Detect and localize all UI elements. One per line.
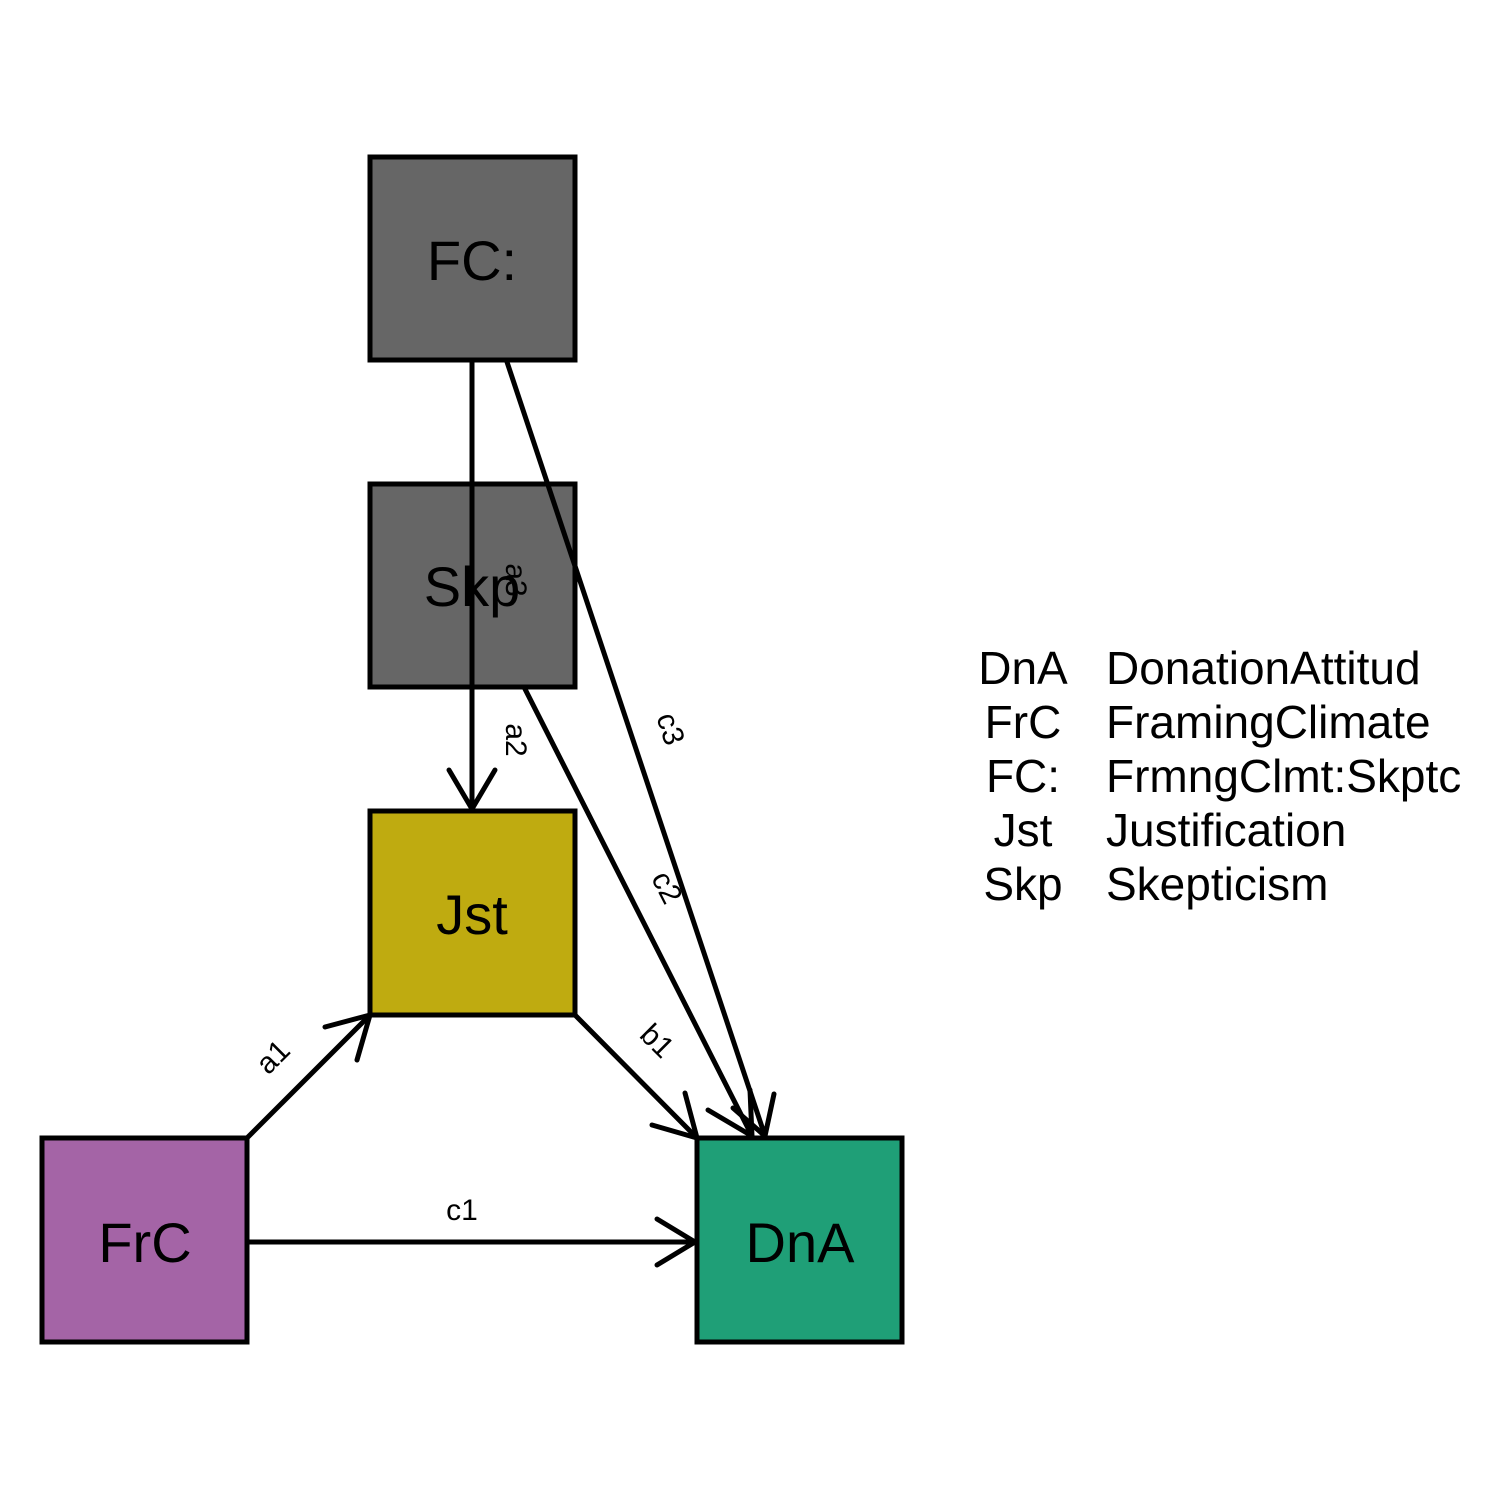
edge-b1 — [572, 1012, 700, 1141]
edge-label-a3: a3 — [499, 563, 532, 596]
edge-label-a1: a1 — [250, 1034, 297, 1081]
edge-label-b1: b1 — [633, 1018, 680, 1065]
legend-abbr: FC: — [986, 750, 1060, 802]
node-fc: FC: — [367, 154, 578, 363]
legend-full: DonationAttitud — [1106, 642, 1421, 694]
legend-full: Skepticism — [1106, 858, 1328, 910]
node-frc-label: FrC — [98, 1211, 191, 1274]
node-dna-box — [694, 1135, 905, 1345]
legend: DnA DonationAttitud FrC FramingClimate F… — [978, 642, 1461, 910]
edge-label-c1: c1 — [446, 1194, 478, 1227]
node-jst-label: Jst — [436, 883, 508, 946]
edge-label-a2: a2 — [499, 723, 532, 756]
node-jst: Jst — [367, 808, 578, 1018]
legend-full: FrmngClmt:Skptc — [1106, 750, 1461, 802]
node-dna-label: DnA — [746, 1211, 856, 1274]
edge-a1 — [244, 1012, 373, 1141]
node-fc-box — [367, 154, 578, 363]
node-fc-label: FC: — [427, 229, 517, 292]
legend-abbr: DnA — [978, 642, 1068, 694]
legend-full: FramingClimate — [1106, 696, 1431, 748]
edge-c2 — [522, 686, 755, 1139]
edge-a3 — [446, 359, 498, 812]
edge-c1 — [246, 1216, 698, 1268]
node-frc-box — [39, 1135, 250, 1345]
legend-abbr: Skp — [983, 858, 1062, 910]
legend-abbr: Jst — [994, 804, 1053, 856]
node-frc: FrC — [39, 1135, 250, 1345]
legend-abbr: FrC — [985, 696, 1062, 748]
edge-c3 — [504, 359, 777, 1139]
legend-full: Justification — [1106, 804, 1346, 856]
edge-label-c2: c2 — [645, 866, 689, 909]
edge-label-c3: c3 — [649, 709, 690, 749]
node-dna: DnA — [694, 1135, 905, 1345]
node-jst-box — [367, 808, 578, 1018]
